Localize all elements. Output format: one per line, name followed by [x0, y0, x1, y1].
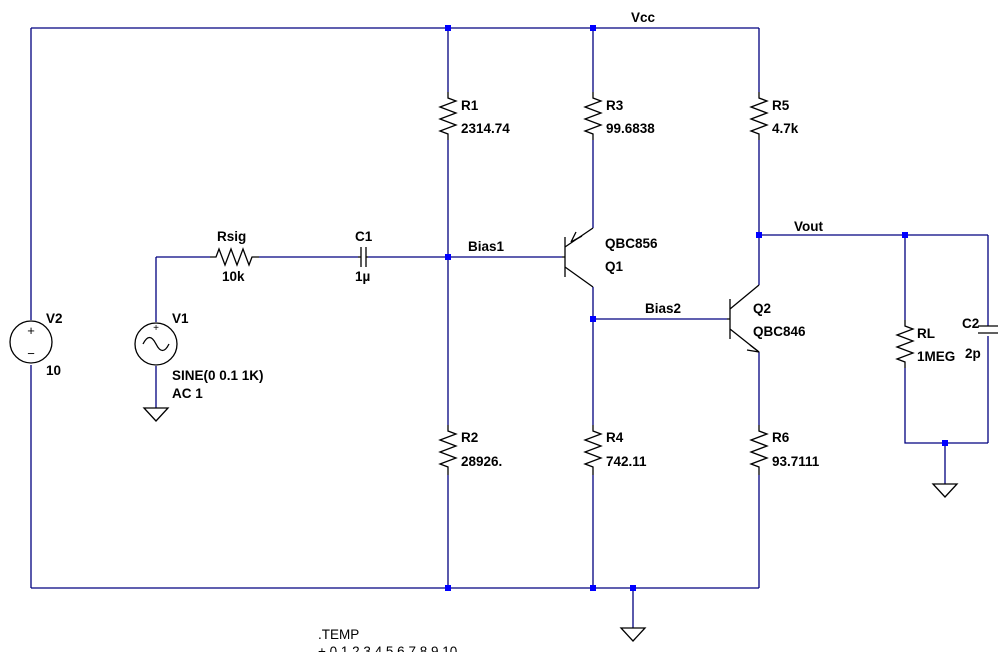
- q2-emitter-arrow: [746, 344, 760, 353]
- resistor-r6[interactable]: [749, 425, 769, 475]
- junction-dot: [942, 440, 948, 446]
- ground-symbol-load: [931, 483, 959, 498]
- v1-name: V1: [172, 311, 189, 326]
- net-label-vout: Vout: [794, 219, 823, 234]
- junction-dot: [445, 585, 451, 591]
- r3-value: 99.6838: [606, 121, 655, 136]
- c1-value: 1µ: [355, 269, 370, 284]
- r3-name: R3: [606, 98, 624, 113]
- junction-dot: [445, 254, 451, 260]
- sine-wave-icon: [142, 336, 170, 352]
- wires: [30, 27, 989, 628]
- v2-name: V2: [46, 311, 63, 326]
- resistor-r4[interactable]: [583, 425, 603, 475]
- rl-name: RL: [917, 326, 935, 341]
- r4-value: 742.11: [606, 454, 647, 469]
- junction-dot: [902, 232, 908, 238]
- c2-value: 2p: [965, 346, 981, 361]
- temp-list: + 0 1 2 3 4 5 6 7 8 9 10: [318, 644, 457, 652]
- r5-value: 4.7k: [772, 121, 799, 136]
- r6-name: R6: [772, 430, 790, 445]
- c1-name: C1: [355, 229, 373, 244]
- r2-value: 28926.: [461, 454, 502, 469]
- r5-name: R5: [772, 98, 790, 113]
- junction-dot: [590, 316, 596, 322]
- rl-value: 1MEG: [917, 349, 955, 364]
- r1-name: R1: [461, 98, 479, 113]
- c2-name: C2: [962, 316, 979, 331]
- labels: Vcc Vout Bias1 Bias2 R1 2314.74 R3 99.68…: [46, 10, 981, 652]
- rl-wire[interactable]: [904, 235, 988, 444]
- temp-directive: .TEMP: [318, 627, 359, 642]
- transistor-q1[interactable]: [562, 227, 594, 288]
- ground-symbol-v1: [142, 407, 170, 422]
- v1-ac: AC 1: [172, 386, 203, 401]
- net-label-vcc: Vcc: [631, 10, 656, 25]
- resistor-r1[interactable]: [438, 92, 458, 140]
- rsig-name: Rsig: [217, 229, 246, 244]
- q1-model: QBC856: [605, 236, 658, 251]
- resistor-r5[interactable]: [749, 92, 769, 140]
- v1-value: SINE(0 0.1 1K): [172, 368, 264, 383]
- q2-model: QBC846: [753, 324, 806, 339]
- v2-value: 10: [46, 363, 61, 378]
- transistor-q2[interactable]: [727, 284, 760, 353]
- junction-dot: [590, 25, 596, 31]
- capacitor-c1[interactable]: [358, 247, 368, 267]
- r2-name: R2: [461, 430, 478, 445]
- v1-plus-sign: +: [153, 323, 159, 334]
- r1-value: 2314.74: [461, 121, 510, 136]
- voltage-source-v2[interactable]: + −: [9, 320, 53, 364]
- junction-dot: [756, 232, 762, 238]
- junction-dot: [590, 585, 596, 591]
- q2-name: Q2: [753, 301, 771, 316]
- net-label-bias2: Bias2: [645, 301, 681, 316]
- resistor-rl[interactable]: [895, 320, 915, 368]
- junctions: [445, 25, 948, 591]
- resistor-rsig[interactable]: [210, 247, 259, 267]
- q1-name: Q1: [605, 259, 624, 274]
- v2-minus-sign: −: [27, 346, 35, 361]
- net-label-bias1: Bias1: [468, 239, 505, 254]
- junction-dot: [445, 25, 451, 31]
- ground-symbol-main: [619, 627, 647, 642]
- q1-emitter-arrow: [570, 231, 583, 243]
- capacitor-c2[interactable]: [978, 325, 998, 334]
- voltage-source-v1[interactable]: +: [134, 322, 178, 366]
- junction-dot: [630, 585, 636, 591]
- rsig-value: 10k: [222, 269, 245, 284]
- r4-name: R4: [606, 430, 624, 445]
- resistor-r2[interactable]: [438, 425, 458, 475]
- resistor-r3[interactable]: [583, 92, 603, 140]
- v2-plus-sign: +: [27, 323, 35, 338]
- r6-value: 93.7111: [772, 454, 820, 469]
